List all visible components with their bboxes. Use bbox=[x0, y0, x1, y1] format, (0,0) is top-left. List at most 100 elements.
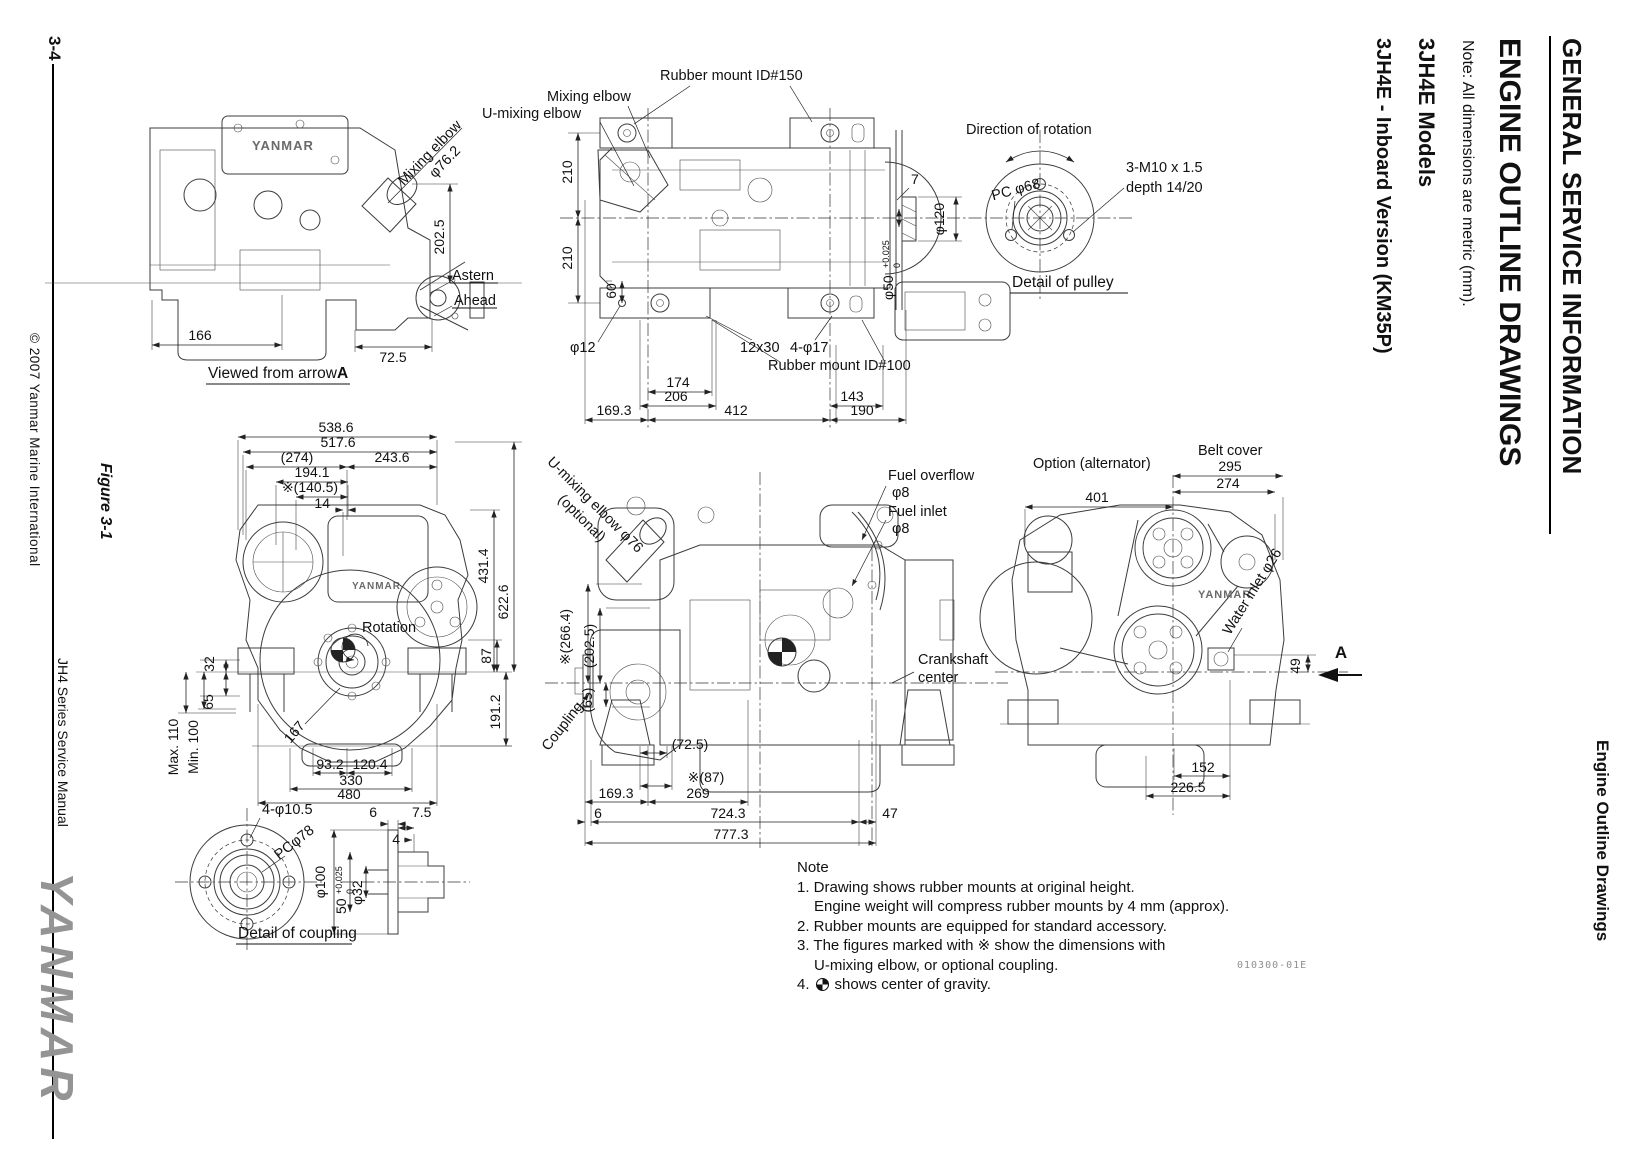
document-code: 010300-01E bbox=[1237, 960, 1308, 971]
pulley-detail-drawing: Direction of rotation PC φ68 3-M10 x 1.5… bbox=[966, 122, 1203, 302]
note-item-4-text: shows center of gravity. bbox=[834, 976, 991, 993]
dim-412: 412 bbox=[724, 402, 748, 418]
dim-coupling-50: 50 bbox=[333, 898, 349, 914]
rear-view-drawing: YANMAR Option (alternator) 401 Belt cove… bbox=[979, 443, 1362, 815]
dim-194-1: 194.1 bbox=[294, 464, 329, 480]
dim-143: 143 bbox=[840, 388, 864, 404]
dim-14: 14 bbox=[314, 495, 330, 511]
dim-206: 206 bbox=[664, 388, 688, 404]
center-of-gravity-icon bbox=[767, 637, 797, 667]
note-title: Note bbox=[797, 859, 829, 876]
dim-max-110: Max. 110 bbox=[165, 719, 181, 776]
models-heading: 3JH4E Models bbox=[1414, 38, 1439, 188]
dim-152: 152 bbox=[1191, 759, 1215, 775]
dim-210-upper: 210 bbox=[559, 160, 575, 184]
view-a-caption: Viewed from arrow bbox=[208, 365, 338, 382]
dim-87: 87 bbox=[478, 648, 494, 664]
center-of-gravity-icon bbox=[330, 637, 356, 663]
dim-538-6: 538.6 bbox=[318, 419, 353, 435]
label-crankshaft-center: center bbox=[918, 670, 958, 686]
dim-120-4: 120.4 bbox=[352, 756, 387, 772]
label-rubber-mount-150: Rubber mount ID#150 bbox=[660, 68, 803, 84]
dim-47: 47 bbox=[882, 805, 898, 821]
dim-166: 166 bbox=[188, 327, 212, 343]
dim-330: 330 bbox=[339, 772, 363, 788]
note-item-3-cont: U-mixing elbow, or optional coupling. bbox=[814, 956, 1059, 974]
dim-140-5-ref: ※(140.5) bbox=[282, 479, 338, 495]
footer-section-label: Engine Outline Drawings bbox=[1593, 740, 1612, 942]
view-direction-arrow-icon bbox=[1318, 668, 1338, 682]
label-dia-12: φ12 bbox=[570, 340, 596, 356]
section-title: ENGINE OUTLINE DRAWINGS bbox=[1493, 38, 1526, 467]
rear-view-brand-label: YANMAR bbox=[1198, 589, 1251, 601]
label-crankshaft: Crankshaft bbox=[918, 652, 988, 668]
dim-65-paren: (65) bbox=[579, 688, 595, 713]
dim-517-6: 517.6 bbox=[320, 434, 355, 450]
dim-93-2: 93.2 bbox=[316, 756, 343, 772]
dim-72-5-paren: (72.5) bbox=[672, 736, 709, 752]
label-holes-4-dia17: 4-φ17 bbox=[790, 340, 828, 356]
label-4-dia-10-5: 4-φ10.5 bbox=[262, 802, 313, 818]
manual-title: JH4 Series Service Manual bbox=[55, 658, 71, 827]
dim-coupling-50-tol-upper: +0.025 bbox=[334, 866, 344, 894]
dim-190: 190 bbox=[850, 402, 874, 418]
note-block: Note 1. Drawing shows rubber mounts at o… bbox=[797, 858, 1247, 995]
coupling-detail-caption: Detail of coupling bbox=[238, 925, 357, 942]
dim-72-5: 72.5 bbox=[379, 349, 406, 365]
label-rotation: Rotation bbox=[362, 620, 416, 636]
dim-dia-120: φ120 bbox=[931, 203, 947, 236]
dim-6: 6 bbox=[594, 805, 602, 821]
dim-724-3: 724.3 bbox=[710, 805, 745, 821]
label-bolt-spec: 3-M10 x 1.5 bbox=[1126, 160, 1203, 176]
engine-outline-drawings: YANMAR Mixing elbow φ76.2 202.5 bbox=[45, 68, 1362, 952]
note-item-2: 2. Rubber mounts are equipped for standa… bbox=[797, 917, 1167, 935]
metric-note: Note: All dimensions are metric (mm). bbox=[1459, 40, 1476, 307]
dim-32: 32 bbox=[201, 656, 217, 672]
label-pc-dia-78: PCφ78 bbox=[272, 822, 318, 863]
label-rubber-mount-100: Rubber mount ID#100 bbox=[768, 358, 911, 374]
front-view-brand-label: YANMAR bbox=[352, 581, 401, 592]
variant-heading: 3JH4E - Inboard Version (KM35P) bbox=[1372, 38, 1394, 354]
view-a-caption-arrow: A bbox=[337, 365, 348, 382]
dim-49: 49 bbox=[1287, 658, 1303, 674]
note-item-4-number: 4. bbox=[797, 976, 810, 993]
view-a-brand-label: YANMAR bbox=[252, 138, 314, 153]
label-view-arrow-a: A bbox=[1335, 643, 1347, 662]
label-direction-of-rotation: Direction of rotation bbox=[966, 122, 1092, 138]
note-item-1: 1. Drawing shows rubber mounts at origin… bbox=[797, 878, 1135, 896]
dim-min-100: Min. 100 bbox=[185, 720, 201, 774]
chapter-heading: GENERAL SERVICE INFORMATION bbox=[1557, 38, 1587, 475]
center-of-gravity-icon bbox=[815, 978, 829, 992]
label-astern: Astern bbox=[452, 268, 494, 284]
figure-label: Figure 3-1 bbox=[97, 463, 114, 540]
left-margin-rule bbox=[52, 64, 54, 1139]
label-slot-12x30: 12x30 bbox=[740, 340, 780, 356]
view-a-drawing: YANMAR Mixing elbow φ76.2 202.5 bbox=[45, 115, 522, 385]
front-view-drawing: YANMAR Rotation 167 bbox=[165, 419, 522, 806]
dim-622-6: 622.6 bbox=[495, 584, 511, 619]
label-mixing-elbow-top: Mixing elbow bbox=[547, 89, 631, 105]
dim-174: 174 bbox=[666, 374, 690, 390]
dim-777-3: 777.3 bbox=[713, 826, 748, 842]
dim-274-paren: (274) bbox=[281, 449, 314, 465]
dim-169-3-top: 169.3 bbox=[596, 402, 631, 418]
dim-295: 295 bbox=[1218, 458, 1242, 474]
side-view-drawing: U-mixing elbow φ76 (optional) Coupling F… bbox=[539, 454, 1008, 848]
dim-dia-100: φ100 bbox=[312, 866, 328, 899]
page-number: 3-4 bbox=[45, 36, 64, 61]
dim-coupling-50-tol-lower: 0 bbox=[345, 889, 355, 894]
dim-169-3-side: 169.3 bbox=[598, 785, 633, 801]
dim-87-ref: ※(87) bbox=[688, 769, 725, 785]
label-fuel-overflow-dia: φ8 bbox=[892, 485, 909, 501]
label-fuel-inlet: Fuel inlet bbox=[888, 504, 947, 520]
yanmar-logo: YANMAR bbox=[31, 872, 83, 1107]
label-u-mixing-elbow-top: U-mixing elbow bbox=[482, 106, 582, 122]
dim-274: 274 bbox=[1216, 475, 1240, 491]
label-fuel-inlet-dia: φ8 bbox=[892, 521, 909, 537]
top-view-drawing: Rubber mount ID#150 Mixing elbow U-mixin… bbox=[482, 68, 1135, 428]
dim-202-5: 202.5 bbox=[431, 219, 447, 254]
dim-202-5-paren: (202.5) bbox=[581, 624, 597, 668]
dim-226-5: 226.5 bbox=[1170, 779, 1205, 795]
note-item-4: 4. shows center of gravity. bbox=[797, 975, 1247, 995]
dim-coupling-7-5: 7.5 bbox=[412, 804, 432, 820]
